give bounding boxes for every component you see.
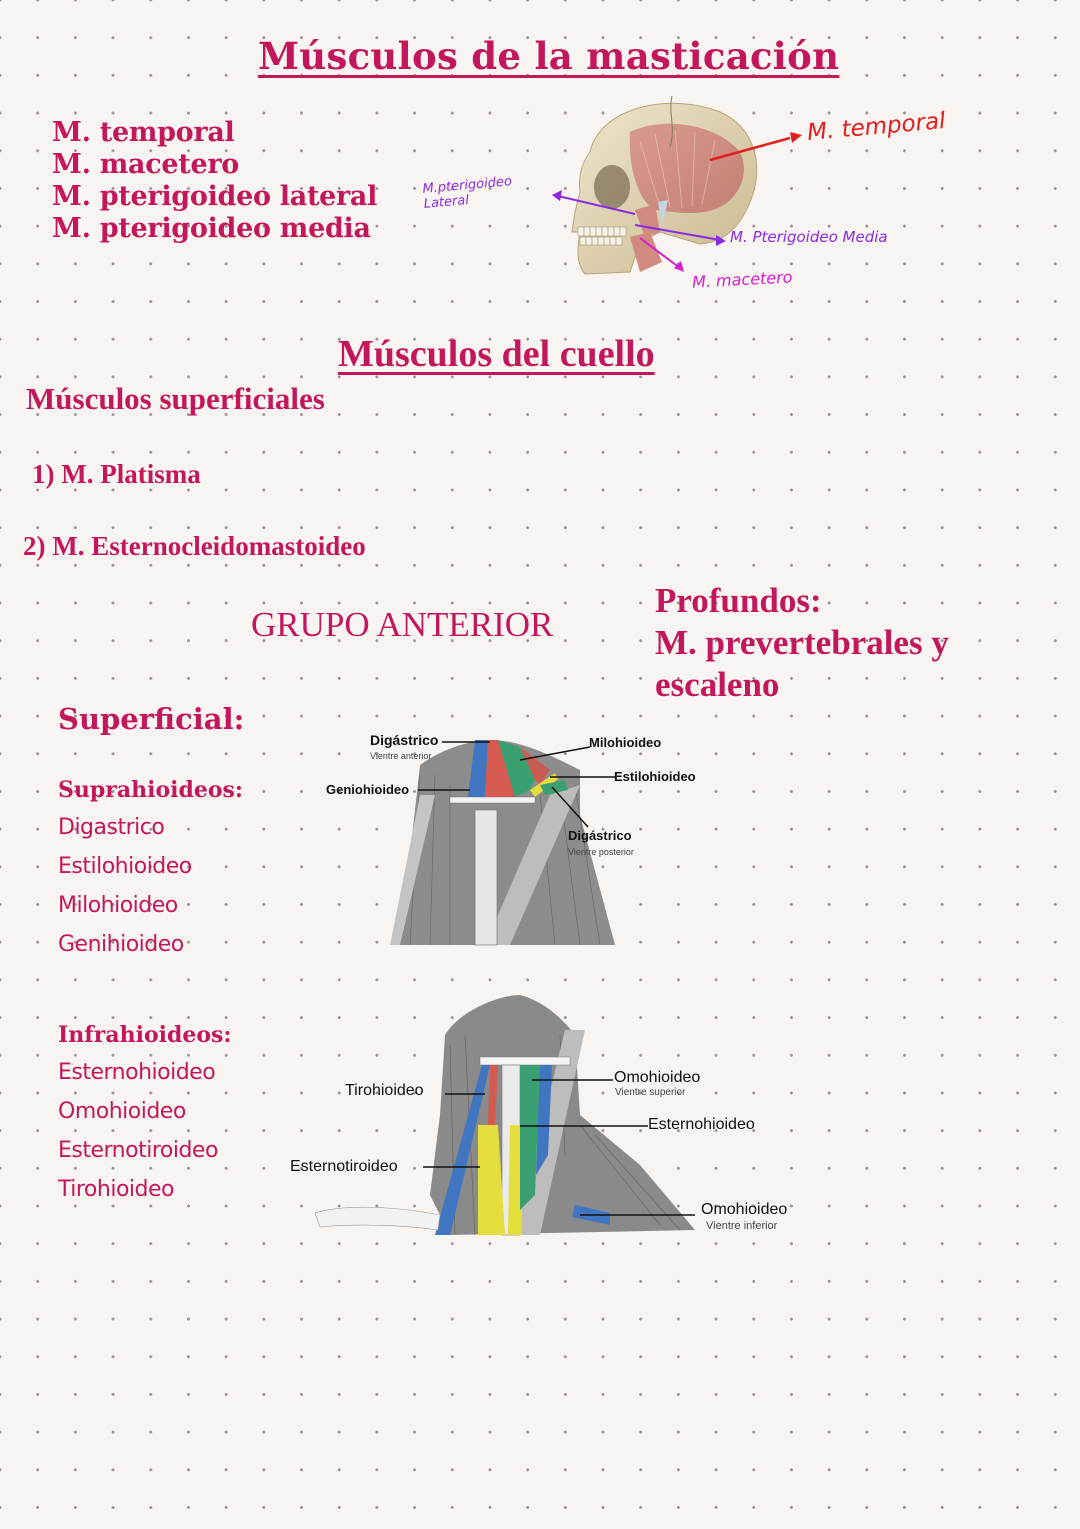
- label-tirohioideo: Tirohioideo: [345, 1082, 424, 1099]
- deep-muscles: Profundos: M. prevertebrales y escaleno: [655, 580, 949, 706]
- suprahyoid-leader-lines: [418, 741, 615, 828]
- list-item: M. pterigoideo media: [52, 213, 371, 244]
- label-omohioideo-superior-sub: Vientre superior: [615, 1087, 686, 1098]
- annotation-macetero: M. macetero: [691, 267, 793, 292]
- annotation-pterigoideo-media: M. Pterigoideo Media: [730, 228, 888, 246]
- label-geniohioideo: Geniohioideo: [326, 782, 410, 797]
- suprahyoid-figure: [380, 735, 620, 950]
- infrahyoid-figure: [310, 995, 710, 1245]
- list-item: Estilohioideo: [58, 854, 192, 879]
- title-masticacion: Músculos de la masticación: [258, 34, 840, 78]
- label-esternohioideo: Esternohioideo: [648, 1116, 755, 1133]
- annotation-arrows: [552, 132, 802, 272]
- label-digastrico-posterior: Digástrico: [568, 828, 632, 843]
- heading-suprahioideos: Suprahioideos:: [58, 777, 244, 803]
- list-item: Omohioideo: [58, 1099, 186, 1124]
- infrahyoid-leader-lines: [423, 1079, 695, 1216]
- mastication-muscle-list: M. temporal M. macetero M. pterigoideo l…: [52, 117, 377, 245]
- neck-infrahyoid-illustration-icon: [314, 995, 695, 1236]
- skull-illustration-icon: [571, 95, 758, 275]
- list-item: M. pterigoideo lateral: [52, 181, 378, 212]
- list-item: Tirohioideo: [58, 1177, 174, 1202]
- title-cuello: Músculos del cuello: [338, 333, 655, 375]
- label-estilohioideo: Estilohioideo: [614, 769, 696, 784]
- list-item: Esternotiroideo: [58, 1138, 218, 1163]
- infrahyoid-list: Esternohioideo Omohioideo Esternotiroide…: [58, 1053, 218, 1209]
- label-esternotiroideo: Esternotiroideo: [290, 1158, 398, 1175]
- label-omohioideo-superior: Omohioideo: [614, 1069, 701, 1086]
- deep-heading: Profundos:: [655, 581, 822, 620]
- suprahyoid-list: Digastrico Estilohioideo Milohioideo Gen…: [58, 808, 192, 964]
- annotation-temporal: M. temporal: [806, 108, 947, 146]
- item-platisma: 1) M. Platisma: [32, 459, 201, 489]
- label-omohioideo-inferior-sub: Vientre inferior: [706, 1220, 778, 1232]
- label-omohioideo-inferior: Omohioideo: [701, 1201, 788, 1218]
- neck-suprahyoid-illustration-icon: [390, 740, 615, 946]
- heading-infrahioideos: Infrahioideos:: [58, 1022, 232, 1048]
- label-digastrico-posterior-sub: Vientre posterior: [568, 847, 634, 857]
- list-item: Genihioideo: [58, 932, 184, 957]
- list-item: Esternohioideo: [58, 1060, 216, 1085]
- item-esternocleidomastoideo: 2) M. Esternocleidomastoideo: [23, 531, 366, 561]
- skull-figure: [550, 92, 770, 278]
- label-milohioideo: Milohioideo: [589, 735, 662, 750]
- label-digastrico-anterior: Digástrico: [370, 732, 439, 748]
- deep-line: M. prevertebrales y: [655, 623, 949, 662]
- list-item: Digastrico: [58, 815, 165, 840]
- list-item: M. temporal: [52, 117, 235, 148]
- label-digastrico-anterior-sub: Vientre anterior: [370, 751, 432, 761]
- heading-grupo-anterior: GRUPO ANTERIOR: [251, 605, 554, 644]
- deep-line: escaleno: [655, 665, 780, 704]
- list-item: Milohioideo: [58, 893, 178, 918]
- heading-superficiales: Músculos superficiales: [26, 381, 325, 416]
- annotation-pterigoideo-lateral: M.pterigoideo Lateral: [422, 174, 514, 212]
- list-item: M. macetero: [52, 149, 239, 180]
- heading-superficial: Superficial:: [58, 702, 245, 736]
